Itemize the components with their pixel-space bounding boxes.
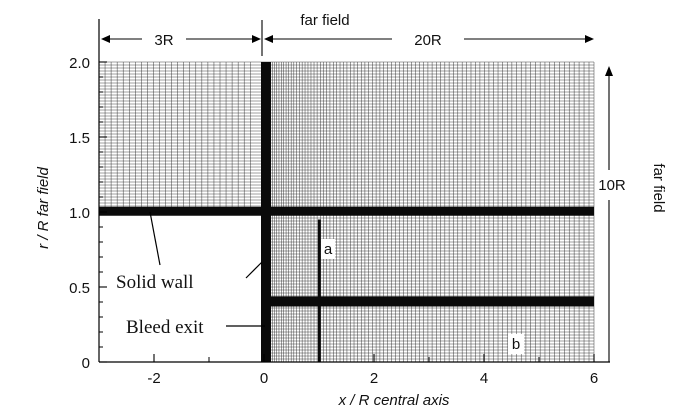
right-far-field-label: far field bbox=[650, 163, 667, 212]
top-dimension bbox=[101, 20, 594, 56]
bleed-exit-box bbox=[124, 313, 228, 339]
x-ticks: -2 0 2 4 6 bbox=[98, 354, 598, 387]
y-tick-label: 0.5 bbox=[69, 280, 90, 297]
x-tick-label: 0 bbox=[260, 370, 268, 387]
label-b-box bbox=[508, 334, 524, 354]
band-bleed bbox=[270, 296, 594, 307]
axes-frame bbox=[98, 19, 610, 363]
right-dimension bbox=[605, 66, 613, 362]
dim-top-right-label: 20R bbox=[414, 32, 442, 49]
y-tick-label: 1.5 bbox=[69, 130, 90, 147]
solid-wall-box bbox=[114, 268, 248, 294]
band-vertical-a bbox=[317, 219, 321, 362]
dim-left-label: 3R bbox=[154, 32, 173, 49]
band-wall-top bbox=[99, 206, 594, 216]
dim-right-label: 10R bbox=[598, 177, 626, 194]
x-tick-label: 6 bbox=[590, 370, 598, 387]
top-far-field-label: far field bbox=[300, 12, 349, 29]
annotation-boxes bbox=[114, 239, 524, 354]
band-vertical-wall bbox=[261, 62, 271, 362]
arrowhead-left-end bbox=[252, 35, 261, 43]
x-tick-label: 4 bbox=[480, 370, 488, 387]
solid-wall-leader-right bbox=[245, 261, 263, 279]
label-a: a bbox=[324, 241, 333, 258]
label-a-box bbox=[321, 239, 335, 259]
x-tick-label: 2 bbox=[370, 370, 378, 387]
arrowhead-left bbox=[101, 35, 110, 43]
arrowhead-up bbox=[605, 66, 613, 76]
y-tick-label: 1.0 bbox=[69, 205, 90, 222]
y-axis-title: r / R far field bbox=[35, 166, 52, 248]
y-tick-label: 2.0 bbox=[69, 55, 90, 72]
bleed-exit-label: Bleed exit bbox=[126, 317, 204, 338]
y-ticks: 0 0.5 1.0 1.5 2.0 bbox=[69, 55, 107, 372]
y-tick-label: 0 bbox=[82, 355, 90, 372]
solid-wall-leader-top bbox=[149, 211, 161, 266]
solid-wall-label: Solid wall bbox=[116, 272, 194, 293]
label-b: b bbox=[512, 336, 520, 353]
arrowhead-right bbox=[585, 35, 594, 43]
x-axis-title: x / R central axis bbox=[338, 392, 450, 409]
x-tick-label: -2 bbox=[147, 370, 160, 387]
annotation-leaders bbox=[149, 211, 265, 327]
arrowhead-right-start bbox=[264, 35, 273, 43]
